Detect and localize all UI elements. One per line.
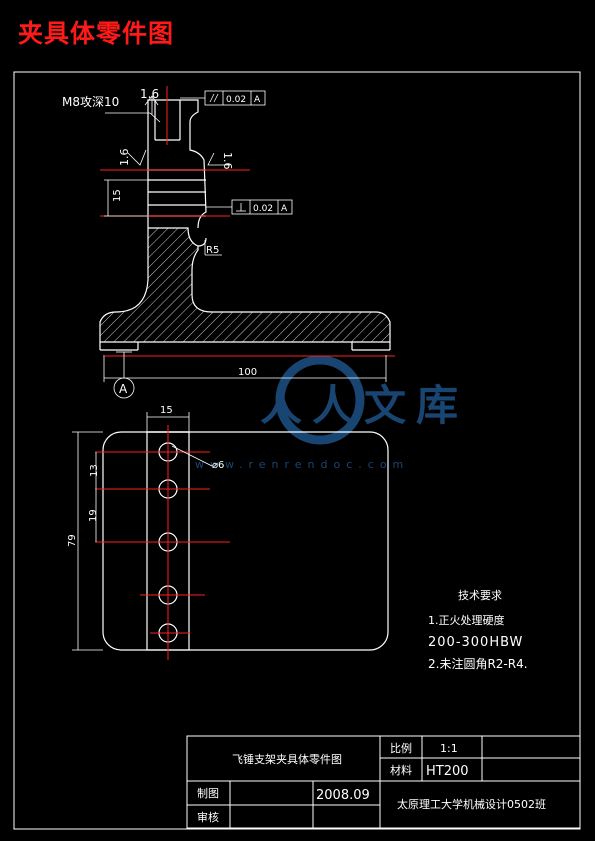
radius-label: R5 <box>206 245 219 256</box>
dim-15-top: 15 <box>160 405 173 416</box>
requirements-line2: 200-300HBW <box>428 635 523 650</box>
tol-parallel-ref: A <box>254 95 261 105</box>
plan-dimensions <box>72 412 213 651</box>
hole-diameter: ⌀6 <box>212 460 224 471</box>
requirements-heading: 技术要求 <box>458 589 502 602</box>
dim-100: 100 <box>238 367 257 378</box>
dim-15-vertical: 15 <box>112 189 123 202</box>
drawing-title: 夹具体零件图 <box>18 19 175 48</box>
part-name: 飞锤支架夹具体零件图 <box>232 752 342 766</box>
tol-perp-value: 0.02 <box>253 204 273 214</box>
scale-label: 比例 <box>390 741 412 755</box>
school-name: 太原理工大学机械设计0502班 <box>397 797 546 811</box>
dim-79: 79 <box>67 534 78 547</box>
centerlines-plan <box>95 425 230 660</box>
plate-outline <box>102 431 389 651</box>
watermark-url: www.renrendoc.com <box>195 458 409 471</box>
datum-label: A <box>119 382 128 396</box>
material-value: HT200 <box>426 764 469 779</box>
requirements-line1: 1.正火处理硬度 <box>428 613 505 627</box>
front-dimensions <box>103 90 387 399</box>
dim-19: 19 <box>88 509 99 522</box>
front-view <box>99 99 391 351</box>
roughness-left: 1.6 <box>118 149 131 167</box>
thread-note: M8攻深10 <box>62 95 119 109</box>
watermark: 人人文库 www.renrendoc.com <box>195 355 468 471</box>
material-label: 材料 <box>390 763 412 777</box>
dim-13: 13 <box>89 464 100 477</box>
scale-value: 1:1 <box>440 742 458 755</box>
tol-perp-ref: A <box>281 204 288 214</box>
technical-requirements: 技术要求 1.正火处理硬度 200-300HBW 2.未注圆角R2-R4. <box>428 589 528 671</box>
drawn-date: 2008.09 <box>316 788 370 803</box>
title-block <box>186 735 581 829</box>
watermark-text: 人人文库 <box>260 381 468 430</box>
tol-parallel-value: 0.02 <box>226 95 246 105</box>
requirements-line3: 2.未注圆角R2-R4. <box>428 656 528 671</box>
hatched-section <box>99 227 391 343</box>
drawing-frame <box>13 71 581 830</box>
roughness-right: 1.6 <box>221 152 234 170</box>
check-label: 审核 <box>197 810 219 824</box>
roughness-top: 1.6 <box>140 87 159 101</box>
drawn-label: 制图 <box>197 787 219 800</box>
